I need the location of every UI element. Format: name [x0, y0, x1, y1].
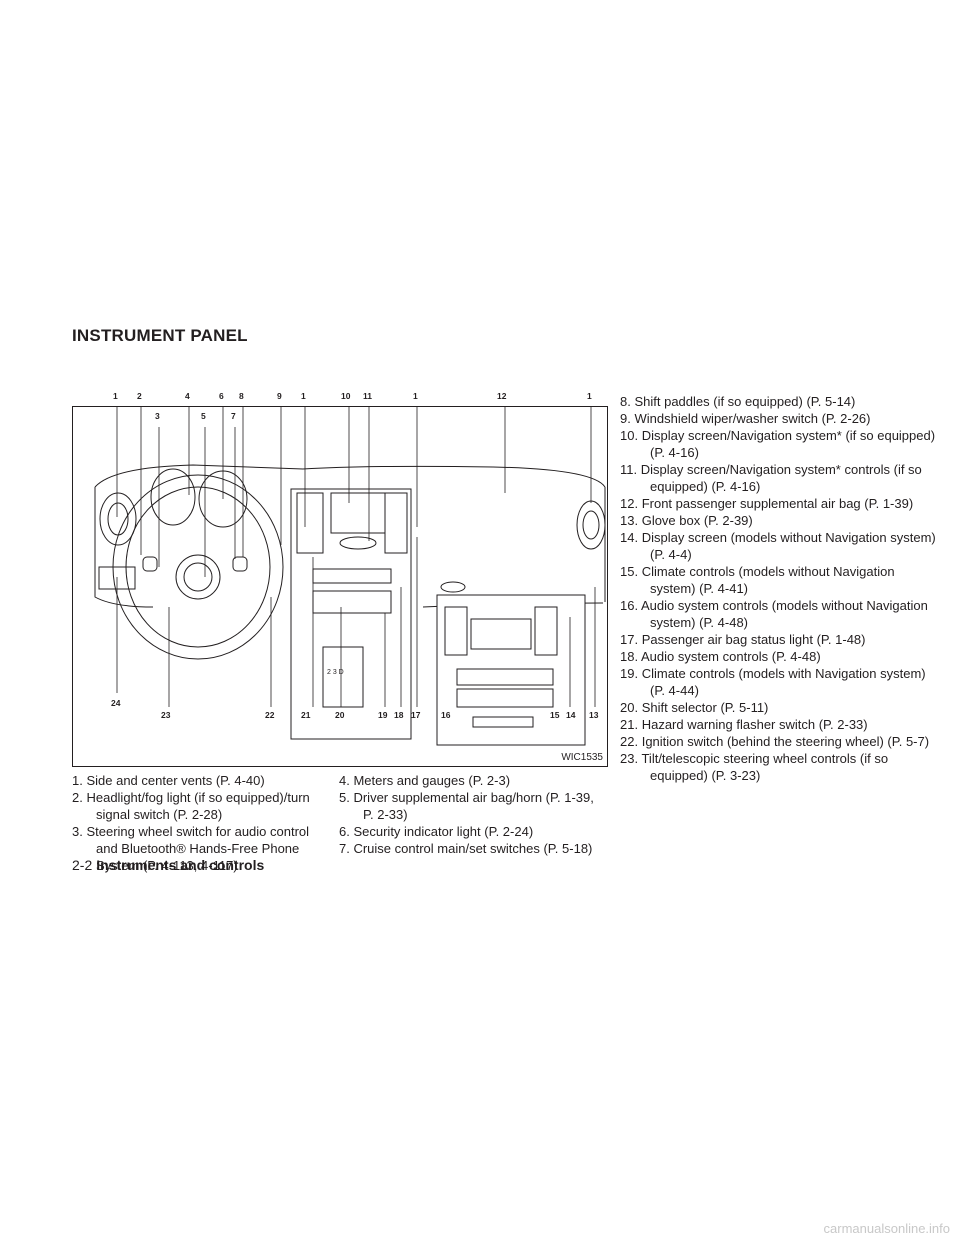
list-item: 12. Front passenger supplemental air bag… [620, 496, 914, 511]
callout-5: 5 [201, 411, 206, 421]
list-item: 10. Display screen/Navigation system* (i… [620, 428, 939, 460]
list-item: 18. Audio system controls (P. 4-48) [620, 649, 821, 664]
section-title: INSTRUMENT PANEL [72, 326, 248, 345]
items-column-3: 8. Shift paddles (if so equipped) (P. 5-… [620, 393, 938, 784]
callout-21: 21 [301, 710, 311, 720]
list-item: 15. Climate controls (models without Nav… [620, 564, 899, 596]
callout-10: 10 [341, 391, 351, 401]
list-item: 23. Tilt/telescopic steering wheel contr… [620, 751, 892, 783]
callout-7: 7 [231, 411, 236, 421]
callout-23: 23 [161, 710, 171, 720]
callout-9: 9 [277, 391, 282, 401]
list-item: 7. Cruise control main/set switches (P. … [339, 841, 593, 856]
callout-1a: 1 [113, 391, 118, 401]
list-item: 20. Shift selector (P. 5-11) [620, 700, 769, 715]
steering-wheel [112, 474, 284, 660]
callout-20: 20 [335, 710, 345, 720]
footer-section: Instruments and controls [96, 857, 265, 873]
shifter-area [322, 646, 364, 708]
callout-15: 15 [550, 710, 560, 720]
meter-left [150, 468, 196, 526]
list-item: 21. Hazard warning flasher switch (P. 2-… [620, 717, 868, 732]
center-display [330, 492, 386, 534]
shifter-label: 2 3 D [327, 669, 344, 676]
page-number: 2-2 [72, 857, 93, 873]
callout-16: 16 [441, 710, 451, 720]
list-item: 2. Headlight/fog light (if so equipped)/… [72, 790, 314, 822]
watermark: carmanualsonline.info [823, 1221, 950, 1236]
inset-panel [436, 594, 586, 746]
callout-3: 3 [155, 411, 160, 421]
callout-6: 6 [219, 391, 224, 401]
list-item: 11. Display screen/Navigation system* co… [620, 462, 926, 494]
callout-12: 12 [497, 391, 507, 401]
center-stack [290, 488, 412, 740]
list-item: 13. Glove box (P. 2-39) [620, 513, 753, 528]
list-item: 14. Display screen (models without Navig… [620, 530, 940, 562]
list-item: 9. Windshield wiper/washer switch (P. 2-… [620, 411, 871, 426]
right-vent [576, 500, 606, 550]
callout-13: 13 [589, 710, 599, 720]
callout-24: 24 [111, 698, 121, 708]
callout-11: 11 [363, 391, 372, 401]
dash-outline [94, 464, 606, 488]
instrument-panel-figure: 1 2 3 4 5 6 7 8 9 1 10 11 1 12 1 24 23 2… [72, 392, 608, 767]
callout-2: 2 [137, 391, 142, 401]
list-item: 8. Shift paddles (if so equipped) (P. 5-… [620, 394, 856, 409]
items-column-2: 4. Meters and gauges (P. 2-3) 5. Driver … [339, 772, 601, 857]
list-item: 1. Side and center vents (P. 4-40) [72, 773, 265, 788]
list-item: 6. Security indicator light (P. 2-24) [339, 824, 534, 839]
callout-14: 14 [566, 710, 576, 720]
callout-1c: 1 [413, 391, 418, 401]
callout-17: 17 [411, 710, 421, 720]
callout-4: 4 [185, 391, 190, 401]
callout-18: 18 [394, 710, 404, 720]
callout-1b: 1 [301, 391, 306, 401]
list-item: 19. Climate controls (models with Naviga… [620, 666, 930, 698]
left-vent [99, 492, 137, 546]
figure-code: WIC1535 [561, 752, 603, 763]
items-column-1: 1. Side and center vents (P. 4-40) 2. He… [72, 772, 334, 874]
list-item: 16. Audio system controls (models withou… [620, 598, 932, 630]
list-item: 22. Ignition switch (behind the steering… [620, 734, 930, 749]
list-item: 3. Steering wheel switch for audio contr… [72, 824, 313, 873]
callout-8: 8 [239, 391, 244, 401]
list-item: 17. Passenger air bag status light (P. 1… [620, 632, 866, 647]
callout-1d: 1 [587, 391, 592, 401]
list-item: 5. Driver supplemental air bag/horn (P. … [339, 790, 598, 822]
steering-hub [175, 554, 221, 600]
list-item: 4. Meters and gauges (P. 2-3) [339, 773, 511, 788]
instrument-panel-drawing [94, 407, 606, 746]
callout-19: 19 [378, 710, 388, 720]
callout-22: 22 [265, 710, 275, 720]
